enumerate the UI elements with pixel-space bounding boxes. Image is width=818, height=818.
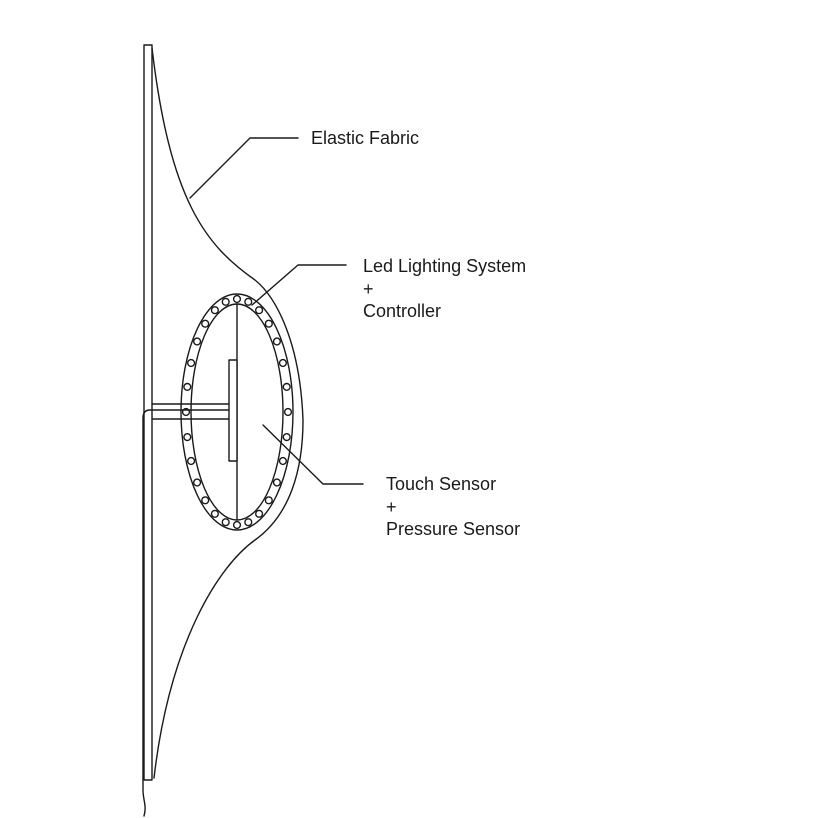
led-dot (201, 319, 210, 328)
led-dot (282, 433, 291, 442)
leader-line-touch-sensor (262, 424, 364, 485)
led-dot (255, 306, 264, 315)
label-touch-line2: + (386, 496, 397, 517)
label-led-line1: Led Lighting System (363, 256, 527, 276)
led-dot (232, 294, 242, 304)
leader-line-elastic-fabric (189, 137, 299, 199)
label-elastic-fabric-text: Elastic Fabric (311, 128, 420, 148)
led-dot (187, 456, 196, 466)
led-dot (244, 518, 253, 527)
led-dot (187, 358, 196, 368)
sensor-block (228, 359, 238, 462)
label-touch-line3: Pressure Sensor (386, 519, 521, 539)
power-cable (142, 409, 230, 817)
label-led-lighting-system: Led Lighting System + Controller (363, 255, 526, 323)
led-dot (201, 496, 210, 505)
led-dot (278, 358, 288, 368)
led-dot (210, 509, 220, 518)
led-dot (183, 382, 192, 392)
led-dot (255, 509, 264, 518)
led-dot (264, 319, 273, 328)
label-touch-line1: Touch Sensor (386, 474, 497, 494)
led-dot (244, 297, 253, 306)
led-dot (193, 478, 202, 487)
led-dot (282, 382, 291, 392)
led-dot (278, 456, 288, 466)
elastic-fabric-membrane (151, 47, 304, 779)
led-dot (232, 520, 242, 530)
led-dot (221, 518, 230, 527)
led-dot (221, 297, 230, 306)
label-led-line2: + (363, 278, 374, 299)
led-ring-outer (180, 293, 294, 531)
led-dot (272, 337, 282, 346)
led-dot (272, 478, 282, 487)
led-dot (183, 433, 192, 442)
leader-line-led-system (251, 264, 347, 306)
label-touch-sensor: Touch Sensor + Pressure Sensor (386, 473, 520, 541)
label-elastic-fabric: Elastic Fabric (311, 127, 419, 150)
led-dot (210, 306, 220, 315)
label-led-line3: Controller (363, 301, 442, 321)
led-dot (264, 496, 273, 505)
led-array (181, 294, 293, 530)
led-dot (283, 407, 293, 417)
led-dot (193, 337, 202, 346)
